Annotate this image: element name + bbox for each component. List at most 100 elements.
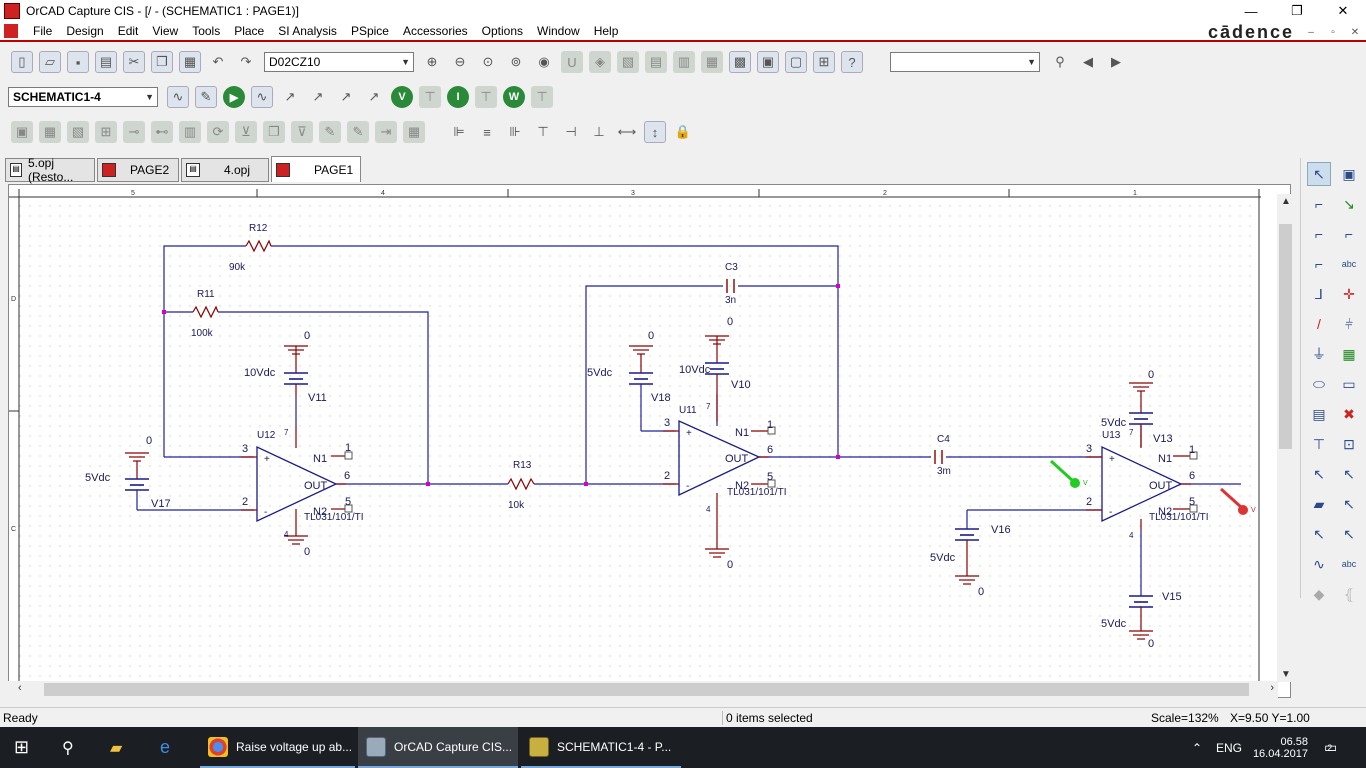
power-marker-icon[interactable]: ↗ [368, 89, 380, 104]
bias-voltage-icon[interactable]: V [391, 86, 413, 108]
paste-icon[interactable]: ▦ [179, 51, 201, 73]
zoom-out-icon[interactable]: ⊖ [454, 54, 466, 69]
place-bezier-icon[interactable]: ↖ [1313, 525, 1325, 542]
new-profile-icon[interactable]: ∿ [167, 86, 189, 108]
source-v17[interactable] [125, 452, 149, 510]
notification-icon[interactable]: ▭2 [1324, 739, 1338, 755]
place-power-icon[interactable]: / [1317, 316, 1321, 332]
minimize-button[interactable]: — [1244, 3, 1258, 19]
menu-pspice[interactable]: PSpice [350, 24, 389, 38]
scroll-down-icon[interactable]: ▼ [1281, 669, 1291, 680]
close-button[interactable]: ✕ [1337, 3, 1349, 18]
bom-icon[interactable]: ▤ [645, 51, 667, 73]
clock[interactable]: 06.58 16.04.2017 [1250, 727, 1308, 768]
bus-icon[interactable]: ⊞ [95, 121, 117, 143]
place-junction-icon[interactable]: ⅃ [1315, 285, 1323, 302]
bias-power-icon[interactable]: W [503, 86, 525, 108]
place-no-connect-icon[interactable]: ✖ [1343, 405, 1355, 422]
align-center-icon[interactable]: ≡ [483, 124, 491, 140]
mdi-restore-button[interactable]: ▫ [1331, 26, 1335, 38]
voltage-marker-icon[interactable]: ↗ [284, 89, 296, 104]
place-text-icon[interactable]: ∿ [1313, 555, 1325, 572]
horizontal-scroll-thumb[interactable] [44, 683, 1249, 696]
connect-icon[interactable]: ⊸ [123, 121, 145, 143]
copy-icon[interactable]: ❐ [151, 51, 173, 73]
part-combo[interactable]: D02CZ10 ▼ [264, 52, 414, 72]
schematic-drawing[interactable]: 5 4 3 2 1 D C [9, 185, 1277, 681]
snap-grid-icon[interactable]: ▩ [729, 51, 751, 73]
drc-icon[interactable]: ◈ [589, 51, 611, 73]
view-results-icon[interactable]: ∿ [251, 86, 273, 108]
lock-icon[interactable]: 🔒 [674, 124, 692, 139]
taskbar-app-pspice[interactable]: SCHEMATIC1-4 - P... [521, 727, 681, 768]
place-ellipse-icon[interactable]: ↖ [1343, 465, 1355, 482]
place-bus-entry-icon[interactable]: ⌐ [1314, 256, 1324, 272]
source-v15[interactable] [1129, 595, 1153, 640]
area-select-icon[interactable]: ▣ [757, 51, 779, 73]
menu-si-analysis[interactable]: SI Analysis [278, 24, 337, 38]
redo-icon[interactable]: ↷ [240, 54, 252, 69]
opamp-u11[interactable]: 3 2 6 7 4 1 5 U11 N1 N2 OUT + - TL031/10… [663, 394, 786, 514]
back-icon[interactable]: ◀ [1083, 54, 1093, 69]
place-off-page-icon[interactable]: ▤ [1312, 405, 1326, 422]
rotate-icon[interactable]: ⟳ [207, 121, 229, 143]
menu-window[interactable]: Window [537, 24, 580, 38]
tab-4-opj[interactable]: ▤ 4.opj [181, 158, 269, 182]
copy-props-icon[interactable]: ❐ [263, 121, 285, 143]
place-rectangle-icon[interactable]: ↖ [1313, 465, 1325, 482]
menu-file[interactable]: File [33, 24, 53, 38]
eye-icon[interactable]: ◉ [538, 54, 550, 69]
menu-accessories[interactable]: Accessories [402, 24, 468, 38]
filter-icon[interactable]: ⊽ [291, 121, 313, 143]
place-junction-dot-icon[interactable]: ✛ [1343, 285, 1355, 302]
place-hierarchical-block-icon[interactable]: ▦ [1342, 345, 1356, 362]
resistor-r11[interactable] [192, 305, 219, 319]
align-middle-icon[interactable]: ⊣ [565, 124, 577, 139]
place-arc-icon[interactable]: ▰ [1313, 495, 1325, 512]
group-icon[interactable]: ▦ [39, 121, 61, 143]
menu-view[interactable]: View [152, 24, 179, 38]
mdi-minimize-button[interactable]: – [1308, 26, 1314, 38]
align-right-icon[interactable]: ⊪ [509, 124, 521, 139]
undo-icon[interactable]: ↶ [212, 54, 224, 69]
netlist-icon[interactable]: ▧ [617, 51, 639, 73]
search-icon[interactable]: ⚲ [62, 739, 74, 757]
file-explorer-icon[interactable]: ▰ [110, 739, 123, 757]
place-wire-icon[interactable]: ⌐ [1314, 196, 1324, 212]
document-icon[interactable] [4, 24, 18, 38]
auto-wire-icon[interactable]: ↘ [1343, 195, 1355, 212]
voltage-probe-green-icon[interactable]: V [1049, 459, 1088, 488]
place-net-alias-icon[interactable]: ⌐ [1314, 226, 1324, 242]
place-net-group-icon[interactable]: ⫩ [1344, 315, 1354, 332]
edge-browser-icon[interactable]: e [160, 737, 171, 757]
resistor-r13[interactable] [507, 477, 535, 491]
tray-chevron-up-icon[interactable]: ⌃ [1192, 740, 1203, 755]
power-probe-icon[interactable]: ⊤ [531, 86, 553, 108]
align-bottom-icon[interactable]: ⊥ [593, 124, 605, 139]
place-text-abc-icon[interactable]: abc [1341, 259, 1357, 269]
current-probe-icon[interactable]: ⊤ [475, 86, 497, 108]
place-bus-icon[interactable]: ⌐ [1344, 226, 1354, 242]
align-left-icon[interactable]: ⊫ [453, 124, 465, 139]
cart-icon[interactable]: ⊻ [235, 121, 257, 143]
place-line-icon[interactable]: ⊤ [1312, 435, 1326, 452]
mirror-icon[interactable]: ▥ [179, 121, 201, 143]
cut-icon[interactable]: ✂ [123, 51, 145, 73]
place-ground-icon[interactable]: ⏚ [1312, 346, 1326, 362]
menu-place[interactable]: Place [234, 24, 265, 38]
annotate-icon[interactable]: U [561, 51, 583, 73]
simulation-profile-combo[interactable]: SCHEMATIC1-4 ▼ [8, 87, 158, 107]
zoom-in-icon[interactable]: ⊕ [426, 54, 438, 69]
scroll-left-icon[interactable]: ‹ [18, 682, 22, 694]
search-combo[interactable]: ▼ [890, 52, 1040, 72]
tab-page2[interactable]: PAGE2 [97, 158, 179, 182]
edit-profile-icon[interactable]: ✎ [195, 86, 217, 108]
align-top-icon[interactable]: ⊤ [537, 124, 549, 139]
xref-icon[interactable]: ▥ [673, 51, 695, 73]
zoom-all-icon[interactable]: ⊚ [510, 54, 522, 69]
windows-start-icon[interactable]: ⊞ [14, 737, 30, 757]
menu-options[interactable]: Options [481, 24, 524, 38]
language-indicator[interactable]: ENG [1216, 740, 1243, 755]
forward-icon[interactable]: ▶ [1111, 54, 1121, 69]
hierarchy-icon[interactable]: ⊞ [813, 51, 835, 73]
